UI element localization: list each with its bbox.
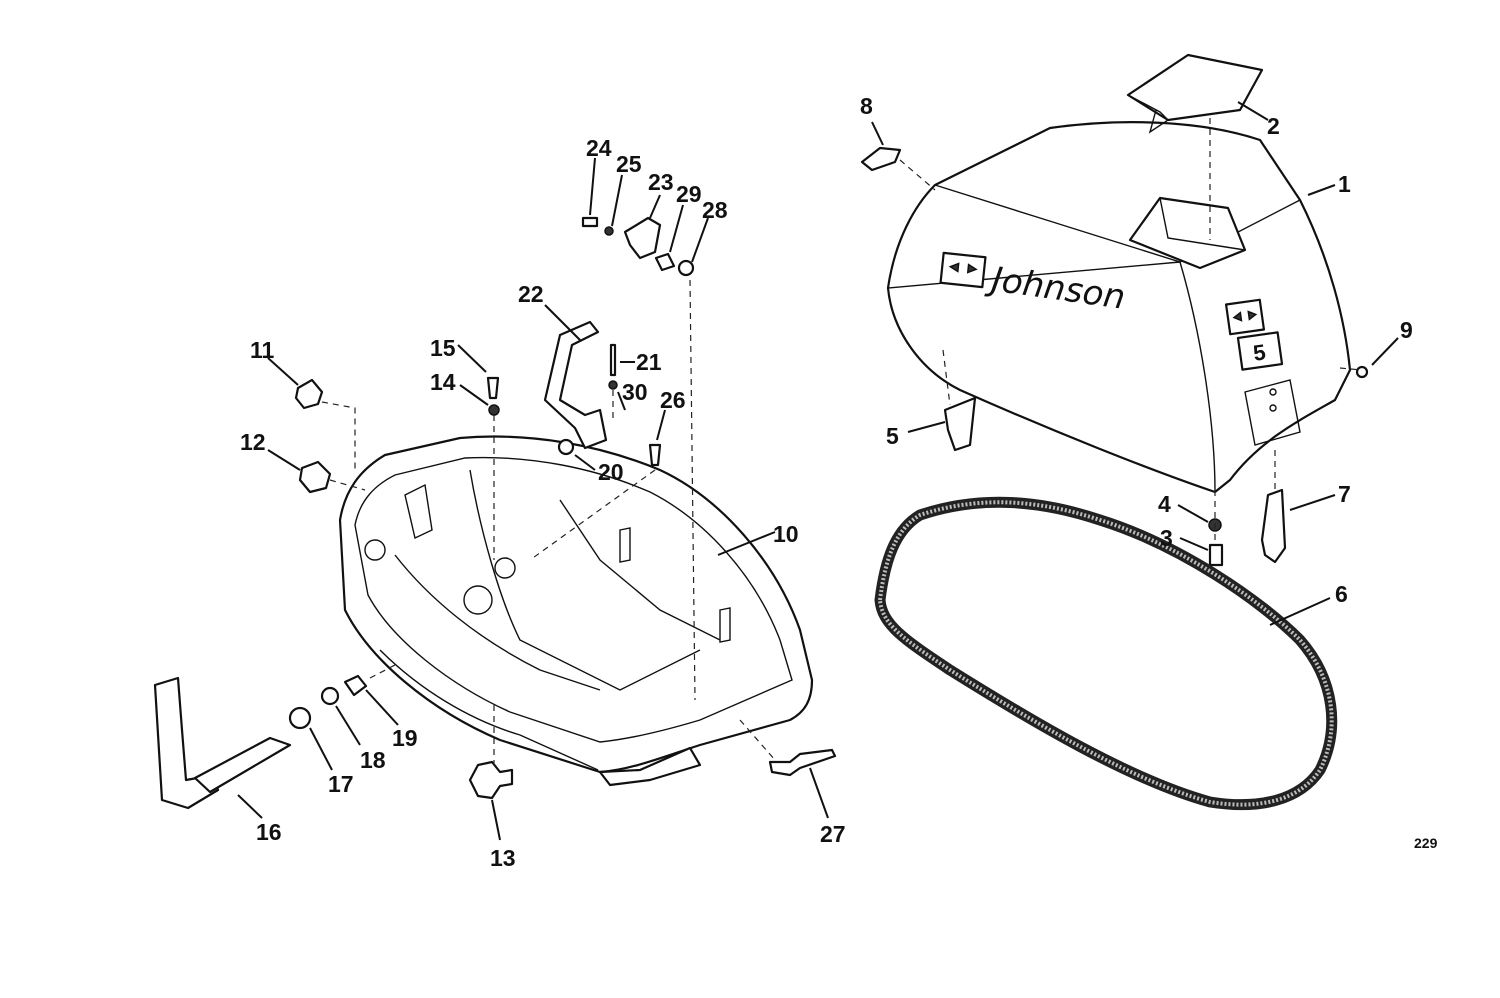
vent-cover-part [1126,53,1264,134]
callout-1: 1 [1338,171,1351,197]
callout-8: 8 [860,93,873,119]
part-14-washer [488,404,500,416]
part-7-latch [1260,488,1287,564]
cover-seal [874,496,1338,811]
figure-reference-number: 229 [1414,835,1438,851]
callout-11: 11 [250,337,275,363]
callout-24: 24 [586,135,612,161]
part-5-bracket [943,396,977,452]
callout-22: 22 [518,281,544,307]
callout-12: 12 [240,429,266,455]
part-16-shaft [193,736,292,794]
part-29-bushing [654,252,676,272]
callout-9: 9 [1400,317,1413,343]
callout-13: 13 [490,845,516,871]
callout-29: 29 [676,181,702,207]
part-26-screw [648,443,662,467]
part-23-bracket [623,216,662,260]
part-12-grommet [298,460,332,494]
callout-19: 19 [392,725,418,751]
part-24-screw [581,216,599,228]
part-27-lever [768,748,837,777]
callout-28: 28 [702,197,728,223]
callout-5: 5 [886,423,899,449]
part-11-grommet [294,378,324,410]
part-20-bushing [557,438,575,456]
callout-4: 4 [1158,491,1171,517]
part-13-fitting [468,760,514,800]
part-21-screw [609,343,617,377]
callout-3: 3 [1160,525,1173,551]
callout-16: 16 [256,819,282,845]
part-28-washer [677,259,695,277]
assembly-lines [321,118,1363,765]
part-15-screw [486,376,500,400]
callout-2: 2 [1267,113,1280,139]
callout-23: 23 [648,169,674,195]
part-30-washer [608,380,618,390]
callout-10: 10 [773,521,799,547]
part-19-nut [343,674,368,697]
leader-lines [237,101,1399,841]
part-25-washer [604,226,614,236]
hp-decal-text: 5 [1252,339,1268,365]
callout-14: 14 [430,369,456,395]
part-9-screw [1355,365,1369,379]
callout-7: 7 [1338,481,1351,507]
part-17-washer [288,706,312,730]
callout-15: 15 [430,335,456,361]
engine-cover: Johnson 5 [886,121,1352,494]
callout-27: 27 [820,821,846,847]
callout-25: 25 [616,151,642,177]
callout-6: 6 [1335,581,1348,607]
lower-motor-pan [338,435,814,787]
callouts: 1 2 3 4 5 6 7 8 9 10 11 12 13 14 15 16 1… [240,93,1413,871]
callout-18: 18 [360,747,386,773]
callout-21: 21 [636,349,662,375]
callout-26: 26 [660,387,686,413]
part-22-link [543,320,608,450]
callout-20: 20 [598,459,624,485]
callout-17: 17 [328,771,354,797]
part-3-screw [1208,543,1224,567]
part-8-clip [860,146,902,172]
part-18-ring [320,686,340,706]
callout-30: 30 [622,379,648,405]
